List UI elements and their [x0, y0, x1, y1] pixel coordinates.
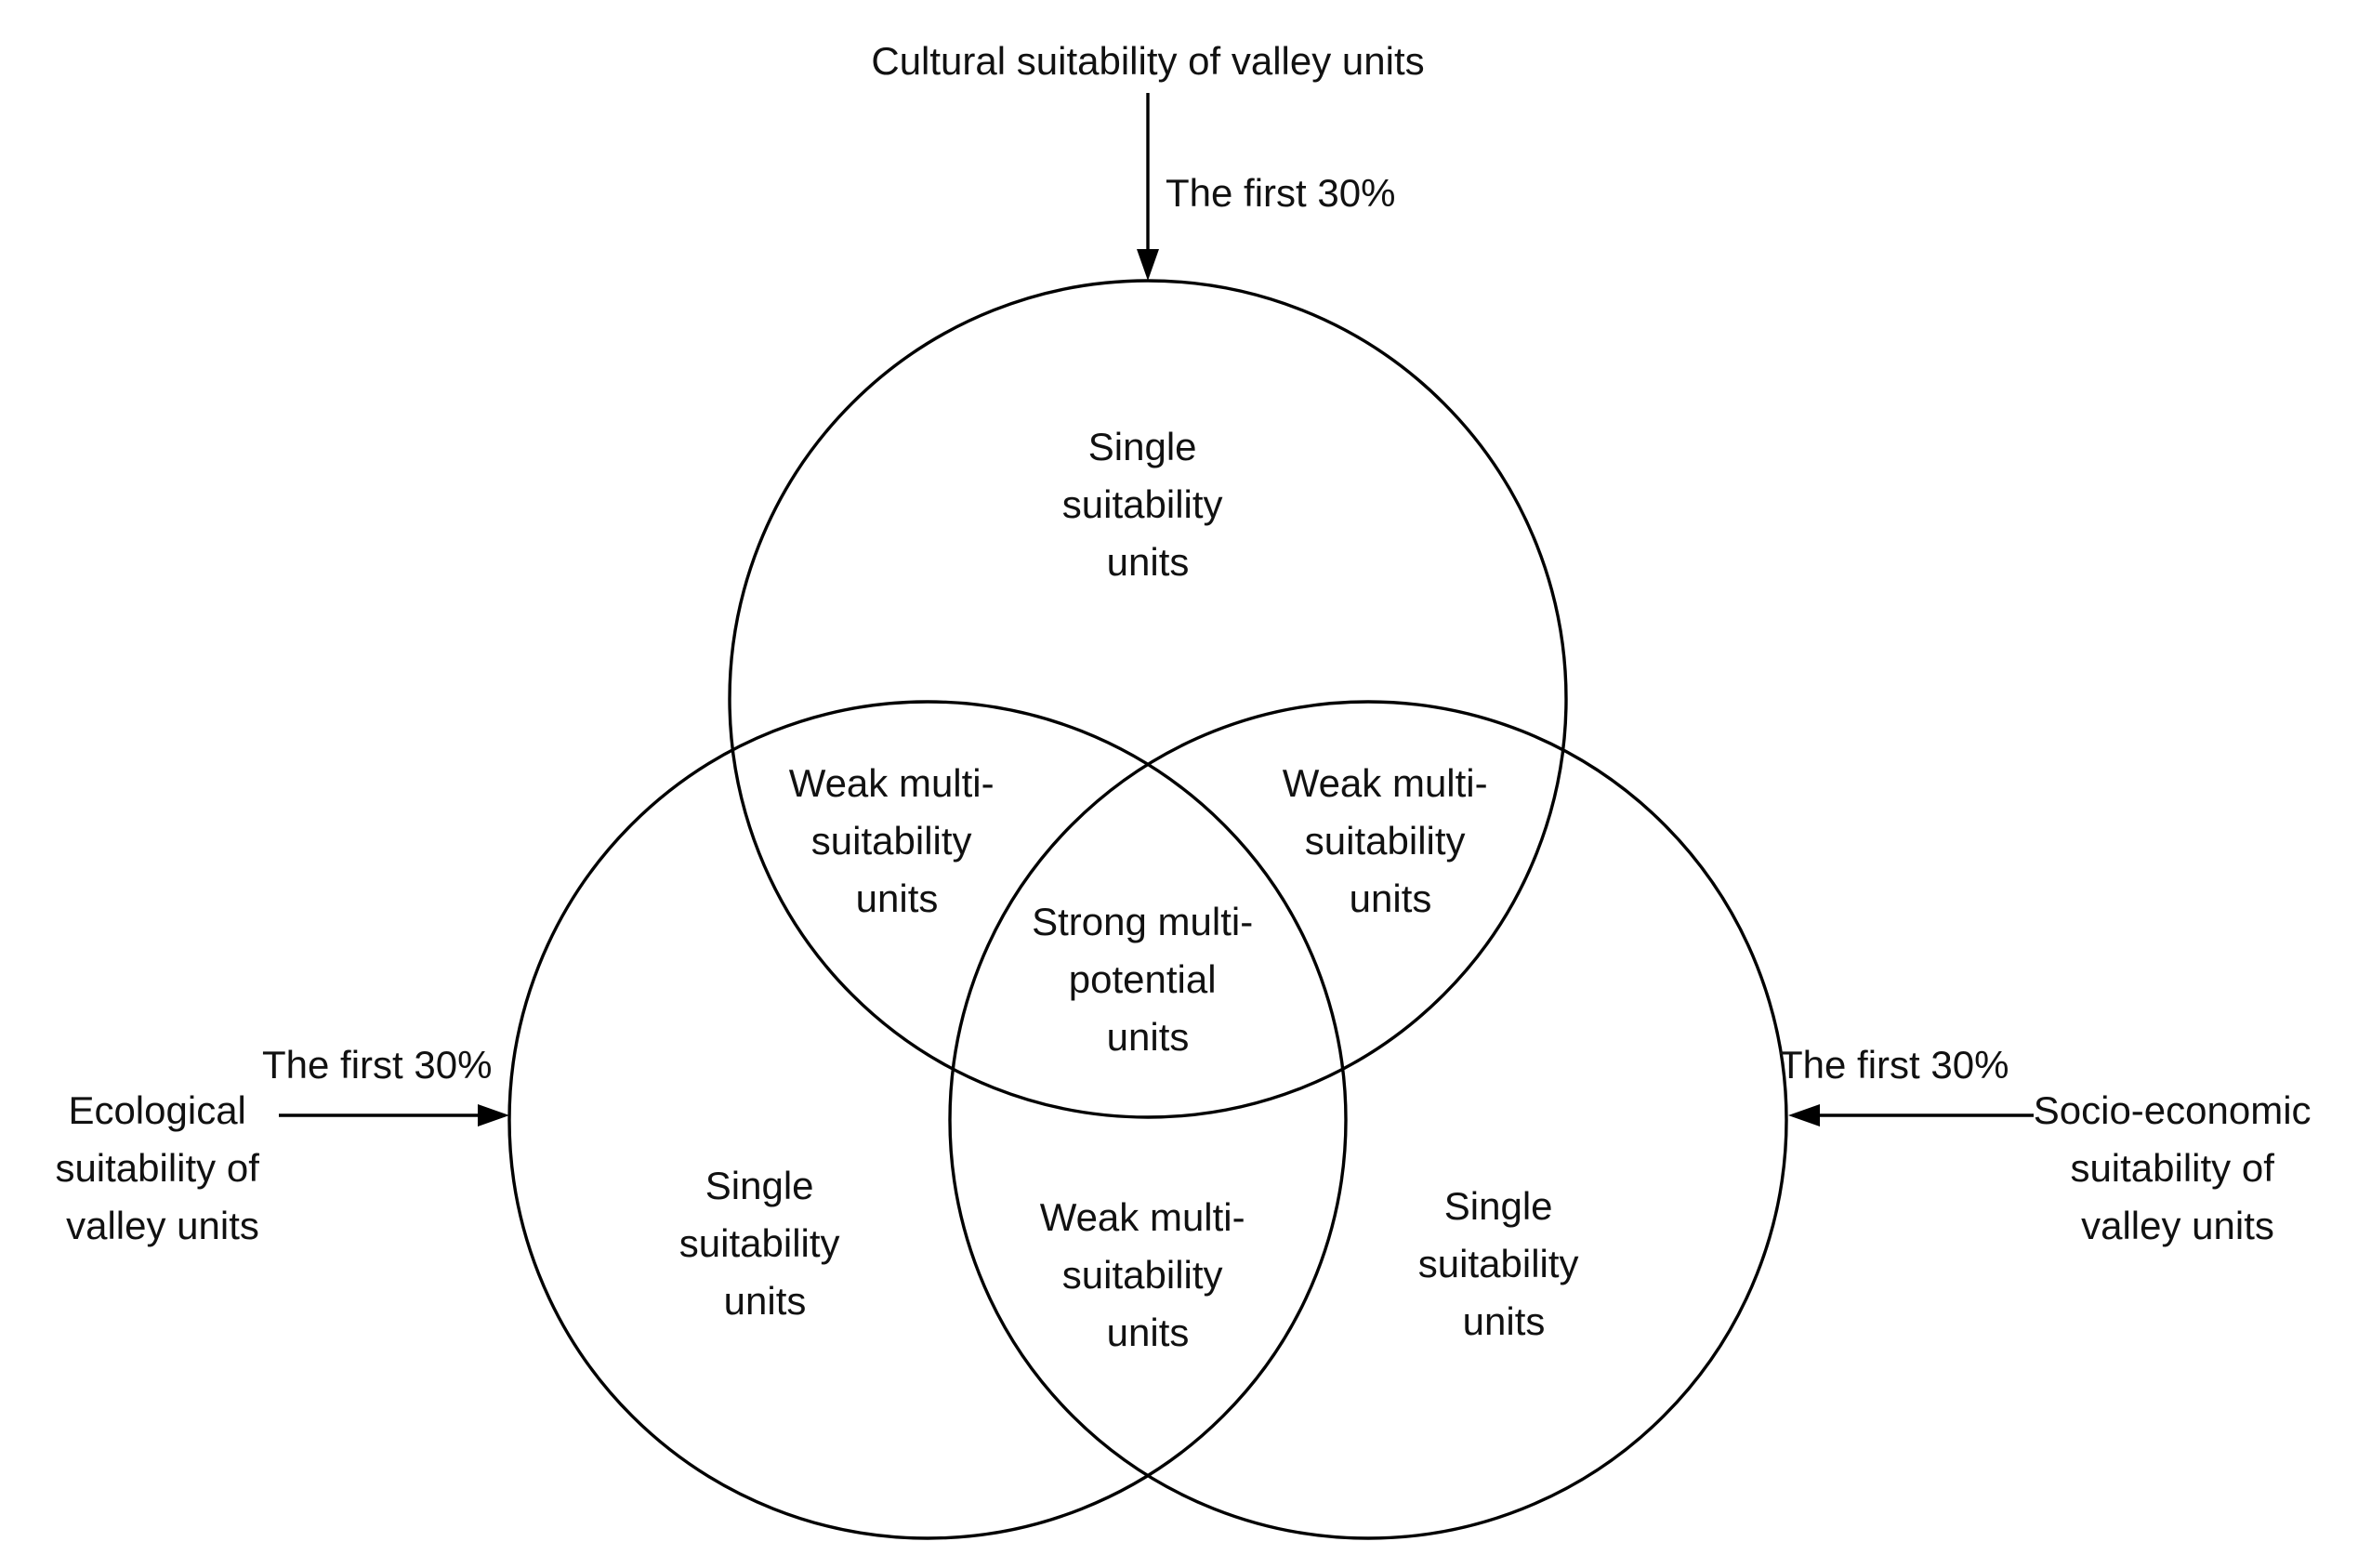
region-label-line: potential [1069, 957, 1217, 1001]
socioeconomic-label-line: valley units [2081, 1204, 2274, 1247]
socioeconomic-label-line: suitability of [2070, 1146, 2274, 1190]
region-label-line: Single [1088, 425, 1197, 468]
socioeconomic-label-line: Socio-economic [2034, 1088, 2312, 1132]
region-top-left-overlap: Weak multi- suitability units [789, 761, 1006, 920]
region-label-line: suitability [679, 1221, 840, 1265]
ecological-input-arrow [279, 1104, 509, 1127]
region-label-line: suitability [1418, 1242, 1579, 1285]
region-label-line: suitability [1062, 482, 1223, 526]
ecological-input-label: Ecological suitability of valley units [55, 1088, 270, 1247]
region-label-line: Weak multi- [1040, 1195, 1245, 1239]
region-label-line: units [724, 1279, 807, 1323]
ecological-label-line: Ecological [68, 1088, 245, 1132]
ecological-circle [507, 700, 1348, 1540]
region-label-line: suitability [811, 819, 972, 863]
region-top-single: Single suitability units [1062, 425, 1233, 584]
region-label-line: units [1107, 1311, 1190, 1354]
region-label-line: suitability [1062, 1253, 1223, 1297]
region-bottom-overlap: Weak multi- suitability units [1040, 1195, 1257, 1354]
ecological-threshold-label: The first 30% [262, 1043, 492, 1087]
region-label-line: units [1107, 540, 1190, 584]
region-label-line: units [1463, 1299, 1546, 1343]
region-label-line: units [1350, 876, 1432, 920]
socioeconomic-input-label: Socio-economic suitability of valley uni… [2034, 1088, 2322, 1247]
region-center: Strong multi- potential units [1032, 900, 1264, 1059]
cultural-input-arrow [1137, 93, 1159, 281]
socioeconomic-circle [948, 700, 1788, 1540]
region-label-line: Weak multi- [789, 761, 995, 805]
region-label-line: units [856, 876, 939, 920]
region-top-right-overlap: Weak multi- suitability units [1283, 761, 1499, 920]
region-label-line: Single [1444, 1184, 1553, 1228]
socioeconomic-input-arrow [1788, 1104, 2034, 1127]
region-label-line: units [1107, 1015, 1190, 1059]
region-label-line: Weak multi- [1283, 761, 1488, 805]
ecological-label-line: suitability of [55, 1146, 259, 1190]
cultural-input-label: Cultural suitability of valley units [871, 39, 1424, 83]
region-label-line: suitability [1305, 819, 1466, 863]
region-left-single: Single suitability units [679, 1164, 850, 1323]
ecological-label-line: valley units [66, 1204, 259, 1247]
region-right-single: Single suitability units [1418, 1184, 1589, 1343]
region-label-line: Strong multi- [1032, 900, 1253, 943]
socioeconomic-threshold-label: The first 30% [1779, 1043, 2009, 1087]
cultural-threshold-label: The first 30% [1166, 171, 1395, 215]
region-label-line: Single [705, 1164, 814, 1207]
